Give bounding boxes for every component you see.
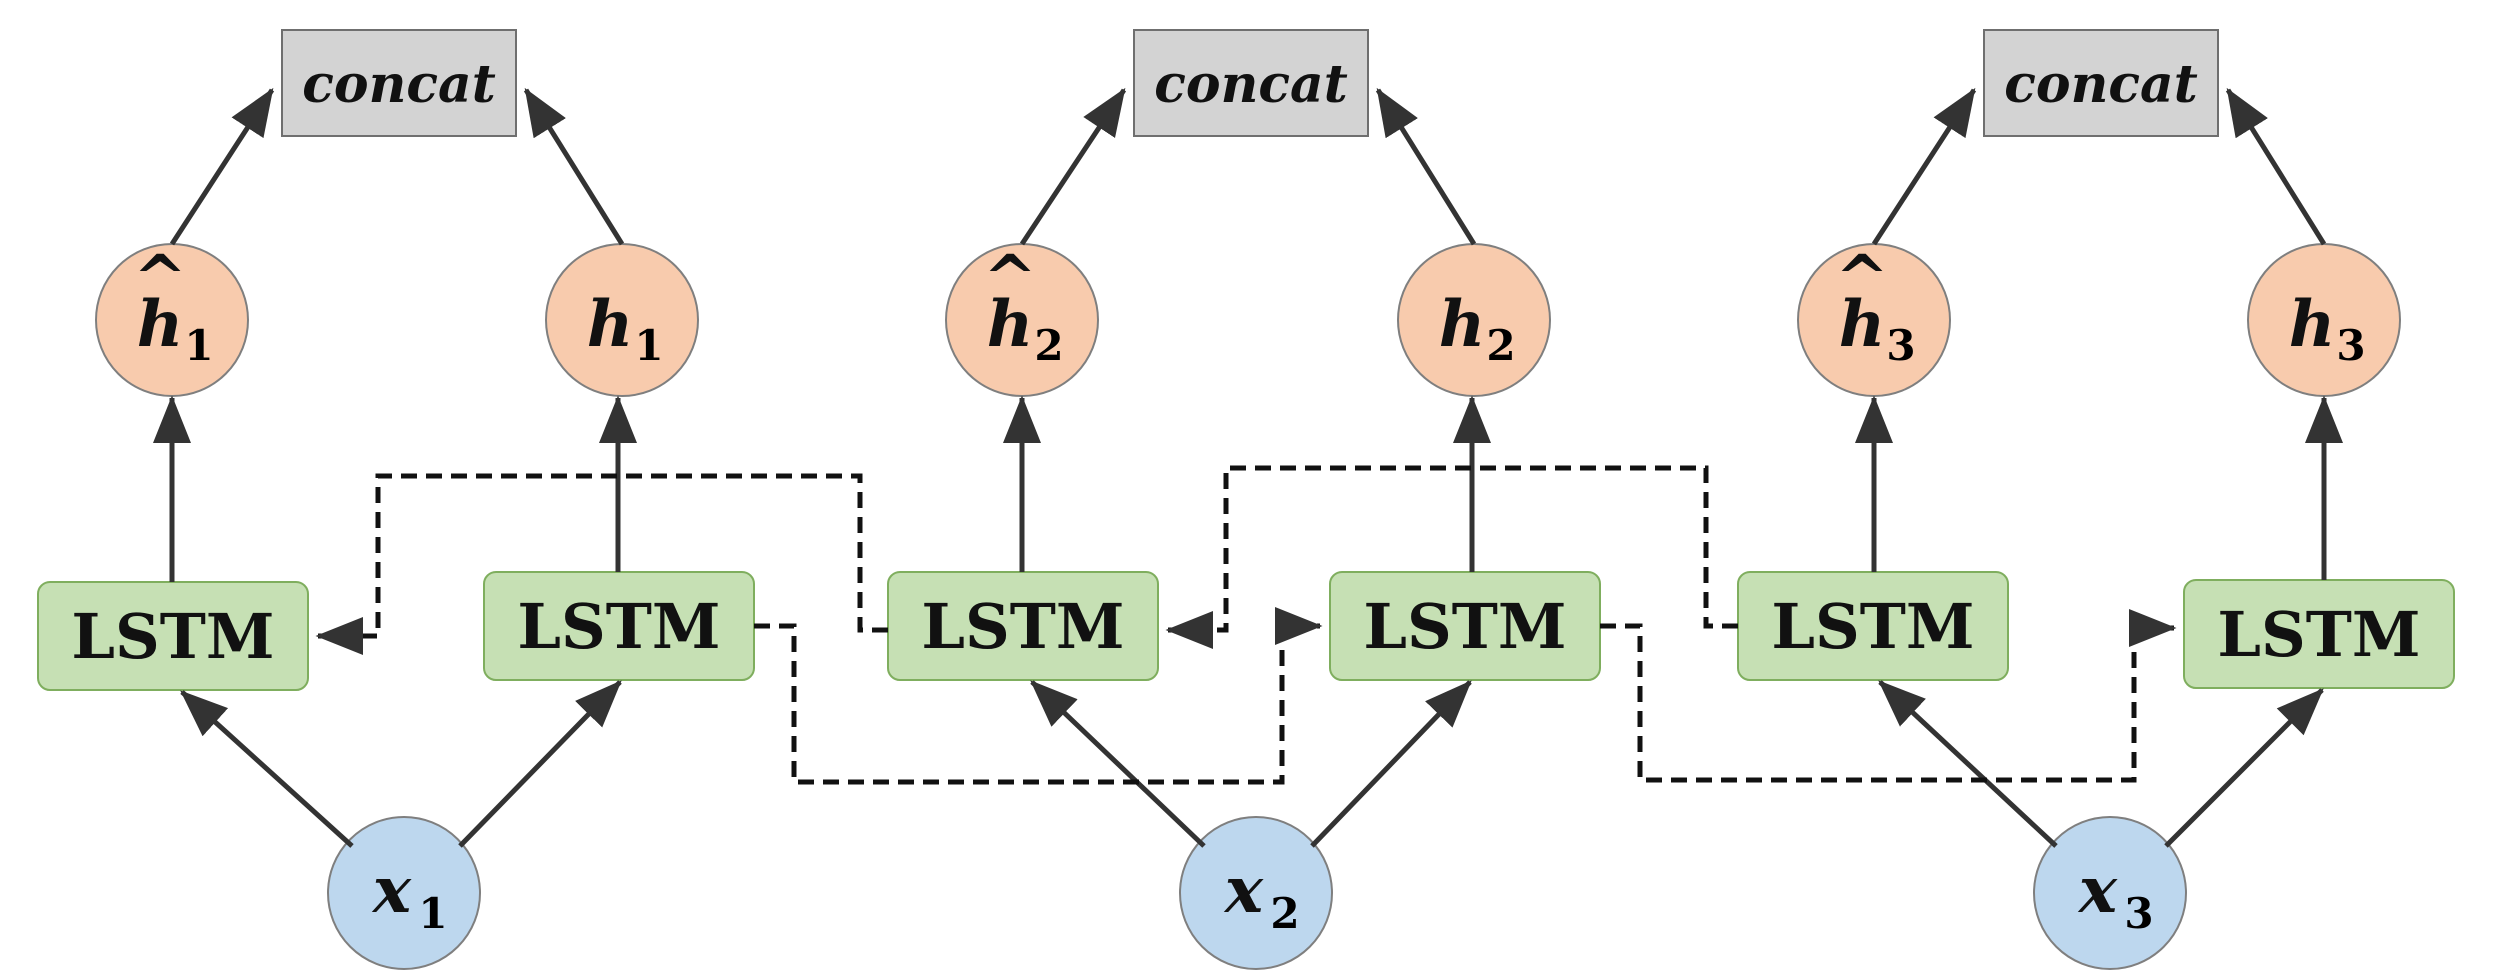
input-symbol-3: x <box>2077 853 2118 928</box>
hat-accent-1: ^ <box>133 241 187 316</box>
forward-hidden-symbol-2: h <box>1439 287 1486 362</box>
time-step-2: concat h ^ 2 h 2 LSTM LSTM x 2 <box>887 29 1601 970</box>
forward-lstm-label-3: LSTM <box>2217 598 2420 671</box>
backward-hidden-node-2: h ^ 2 <box>945 241 1099 397</box>
backward-hidden-symbol-2: h <box>987 287 1034 362</box>
forward-hidden-node-3: h 3 <box>2247 243 2401 397</box>
backward-lstm-3: LSTM <box>1737 571 2009 681</box>
arrow-forward-hidden2-to-concat <box>1375 87 1477 246</box>
forward-lstm-1: LSTM <box>483 571 755 681</box>
backward-lstm-label-2: LSTM <box>921 590 1124 663</box>
backward-hidden-symbol-3: h <box>1839 287 1886 362</box>
hat-accent-3: ^ <box>1835 241 1889 316</box>
input-node-2: x 2 <box>1179 816 1333 970</box>
input-node-1: x 1 <box>327 816 481 970</box>
forward-lstm-label-1: LSTM <box>517 590 720 663</box>
concat-node-2: concat <box>1133 29 1369 137</box>
arrow-input2-to-forward-lstm2 <box>1310 680 1472 848</box>
input-index-3: 3 <box>2124 889 2153 938</box>
arrow-input1-to-backward-lstm1 <box>180 690 354 848</box>
forward-hidden-symbol-3: h <box>2289 287 2336 362</box>
input-index-2: 2 <box>1270 889 1299 938</box>
backward-hidden-node-1: h ^ 1 <box>95 241 249 397</box>
forward-hidden-index-1: 1 <box>634 321 663 370</box>
backward-hidden-index-2: 2 <box>1034 321 1063 370</box>
forward-hidden-index-3: 3 <box>2336 321 2365 370</box>
input-symbol-1: x <box>371 853 412 928</box>
backward-hidden-node-3: h ^ 3 <box>1797 241 1951 397</box>
arrow-forward-hidden3-to-concat <box>2225 87 2327 246</box>
concat-label-1: concat <box>302 54 496 115</box>
forward-hidden-node-2: h 2 <box>1397 243 1551 397</box>
forward-hidden-node-1: h 1 <box>545 243 699 397</box>
backward-hidden-symbol-1: h <box>137 287 184 362</box>
arrow-forward-lstm2-to-forward-lstm3 <box>1600 609 2177 783</box>
arrow-backward-lstm3-to-backward-lstm2 <box>1165 465 1738 649</box>
arrow-input3-to-backward-lstm3 <box>1878 680 2058 848</box>
backward-lstm-label-3: LSTM <box>1771 590 1974 663</box>
backward-lstm-2: LSTM <box>887 571 1159 681</box>
solid-connections <box>153 87 2343 848</box>
backward-lstm-label-1: LSTM <box>71 600 274 673</box>
concat-label-2: concat <box>1154 54 1348 115</box>
concat-node-3: concat <box>1983 29 2219 137</box>
backward-lstm-1: LSTM <box>37 581 309 691</box>
arrow-backward-hidden1-to-concat <box>169 87 275 246</box>
input-index-1: 1 <box>418 889 447 938</box>
concat-node-1: concat <box>281 29 517 137</box>
input-node-3: x 3 <box>2033 816 2187 970</box>
arrow-forward-lstm1-to-forward-lstm2 <box>754 607 1323 785</box>
backward-hidden-index-3: 3 <box>1886 321 1915 370</box>
recurrent-connections <box>315 465 2177 785</box>
forward-hidden-index-2: 2 <box>1486 321 1515 370</box>
forward-lstm-label-2: LSTM <box>1363 590 1566 663</box>
arrow-input2-to-backward-lstm2 <box>1030 680 1206 848</box>
hat-accent-2: ^ <box>983 241 1037 316</box>
arrow-forward-hidden1-to-concat <box>523 87 625 246</box>
time-step-3: concat h ^ 3 h 3 LSTM LSTM x 3 <box>1737 29 2455 970</box>
arrow-backward-lstm2-to-backward-lstm1 <box>315 473 888 655</box>
forward-lstm-3: LSTM <box>2183 579 2455 689</box>
concat-label-3: concat <box>2004 54 2198 115</box>
arrow-backward-hidden3-to-concat <box>1871 87 1977 246</box>
arrow-input1-to-forward-lstm1 <box>458 680 622 848</box>
forward-lstm-2: LSTM <box>1329 571 1601 681</box>
input-symbol-2: x <box>1223 853 1264 928</box>
backward-hidden-index-1: 1 <box>184 321 213 370</box>
forward-hidden-symbol-1: h <box>587 287 634 362</box>
arrow-input3-to-forward-lstm3 <box>2164 688 2324 848</box>
arrow-backward-hidden2-to-concat <box>1019 87 1127 246</box>
time-step-1: concat h ^ 1 h 1 LSTM LSTM x 1 <box>37 29 755 970</box>
